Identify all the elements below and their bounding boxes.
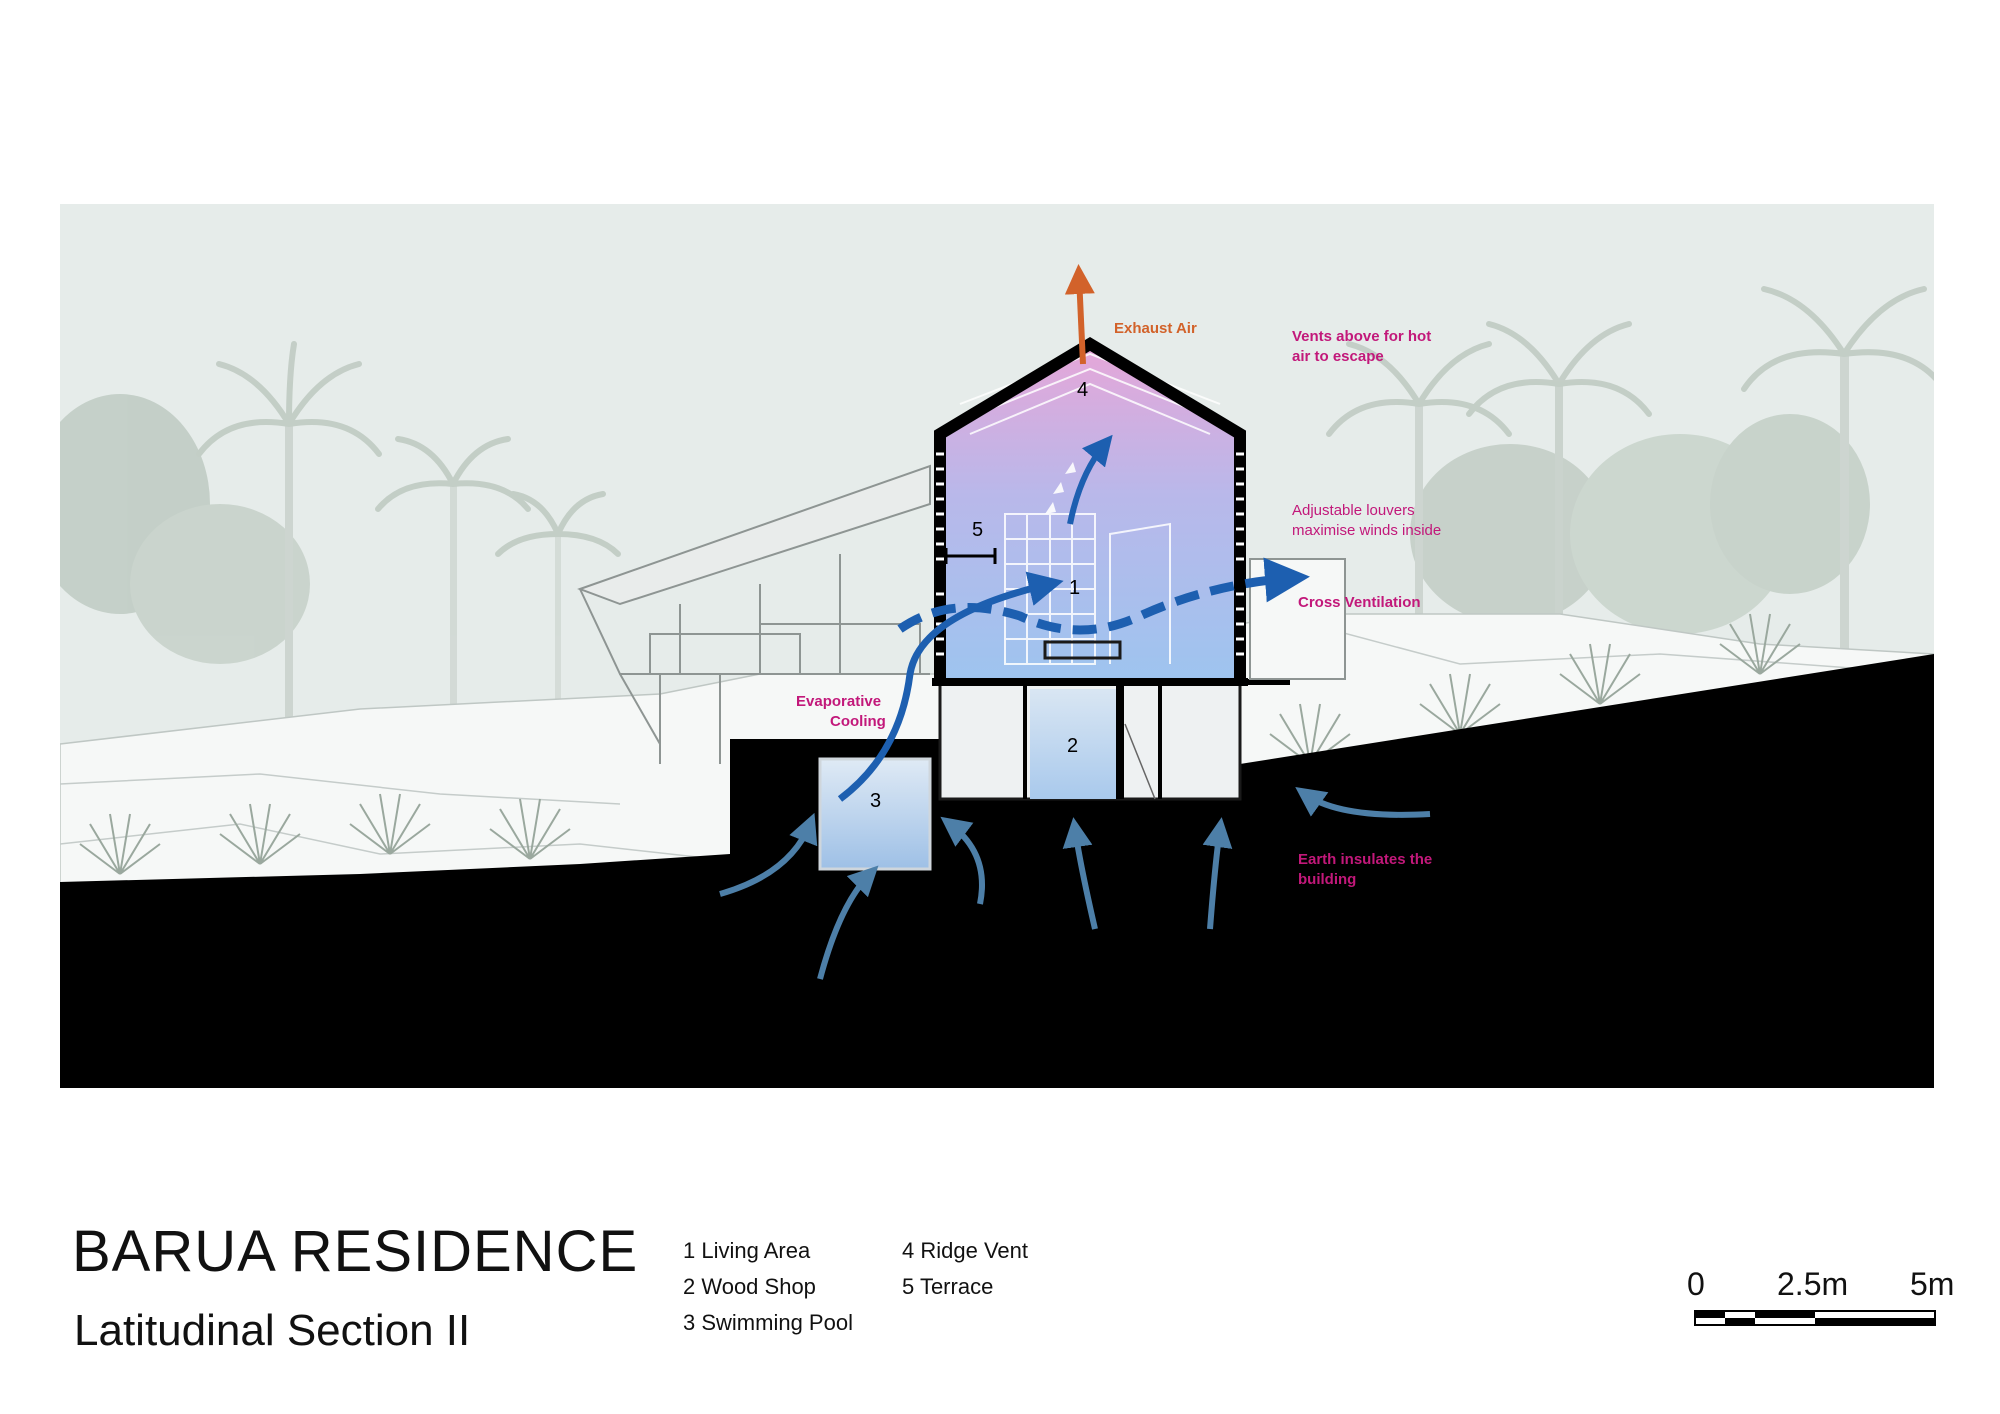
cross-ventilation-arrow — [897, 557, 1310, 635]
grass-clumps — [79, 613, 1801, 875]
house-walls — [934, 337, 1246, 679]
label-vents-line2: air to escape — [1292, 348, 1384, 365]
exhaust-air-arrow — [1064, 264, 1095, 365]
background-trees — [60, 286, 1934, 814]
space-number-pool: 3 — [870, 790, 881, 812]
legend-item-wood-shop: 2 Wood Shop — [683, 1274, 816, 1299]
legend-item-terrace: 5 Terrace — [902, 1274, 994, 1299]
label-evaporative-line2: Cooling — [830, 713, 886, 730]
label-exhaust-air: Exhaust Air — [1114, 320, 1197, 337]
evaporative-cooling-arrow — [837, 571, 1064, 802]
label-cross-ventilation: Cross Ventilation — [1298, 594, 1421, 611]
ground-section — [60, 654, 1934, 1088]
scale-bar — [1694, 1310, 1936, 1326]
legend-item-living-area: 1 Living Area — [683, 1238, 811, 1263]
section-drawing: Exhaust Air Vents above for hot air to e… — [60, 204, 1934, 1088]
legend-item-ridge-vent: 4 Ridge Vent — [902, 1238, 1028, 1263]
label-earth-line1: Earth insulates the — [1298, 851, 1432, 868]
drawing-subtitle: Latitudinal Section II — [74, 1306, 471, 1355]
earth-insulation-arrows — [719, 787, 1431, 980]
space-number-wood-shop: 2 — [1067, 735, 1078, 757]
label-louvers-line1: Adjustable louvers — [1292, 502, 1415, 519]
swimming-pool — [818, 757, 932, 871]
terrace-dimension — [944, 548, 997, 564]
label-vents-line1: Vents above for hot — [1292, 328, 1431, 345]
scale-label-5m: 5m — [1910, 1266, 1955, 1302]
project-title: BARUA RESIDENCE — [72, 1219, 639, 1284]
label-louvers-line2: maximise winds inside — [1292, 522, 1441, 539]
legend-item-swimming-pool: 3 Swimming Pool — [683, 1310, 853, 1335]
label-earth-line2: building — [1298, 871, 1356, 888]
stack-arrow — [1067, 434, 1113, 525]
space-number-ridge-vent: 4 — [1077, 379, 1088, 401]
scale-label-0: 0 — [1687, 1266, 1705, 1302]
sofa — [1043, 640, 1122, 660]
space-number-terrace: 5 — [972, 519, 983, 541]
space-number-living: 1 — [1069, 577, 1080, 599]
wood-shop — [1030, 689, 1120, 799]
scale-label-2-5m: 2.5m — [1777, 1266, 1849, 1302]
label-evaporative-line1: Evaporative — [796, 693, 881, 710]
stack-airflow-dashes — [1045, 462, 1076, 514]
louvers — [936, 452, 1244, 656]
background-pavilion — [577, 464, 931, 764]
